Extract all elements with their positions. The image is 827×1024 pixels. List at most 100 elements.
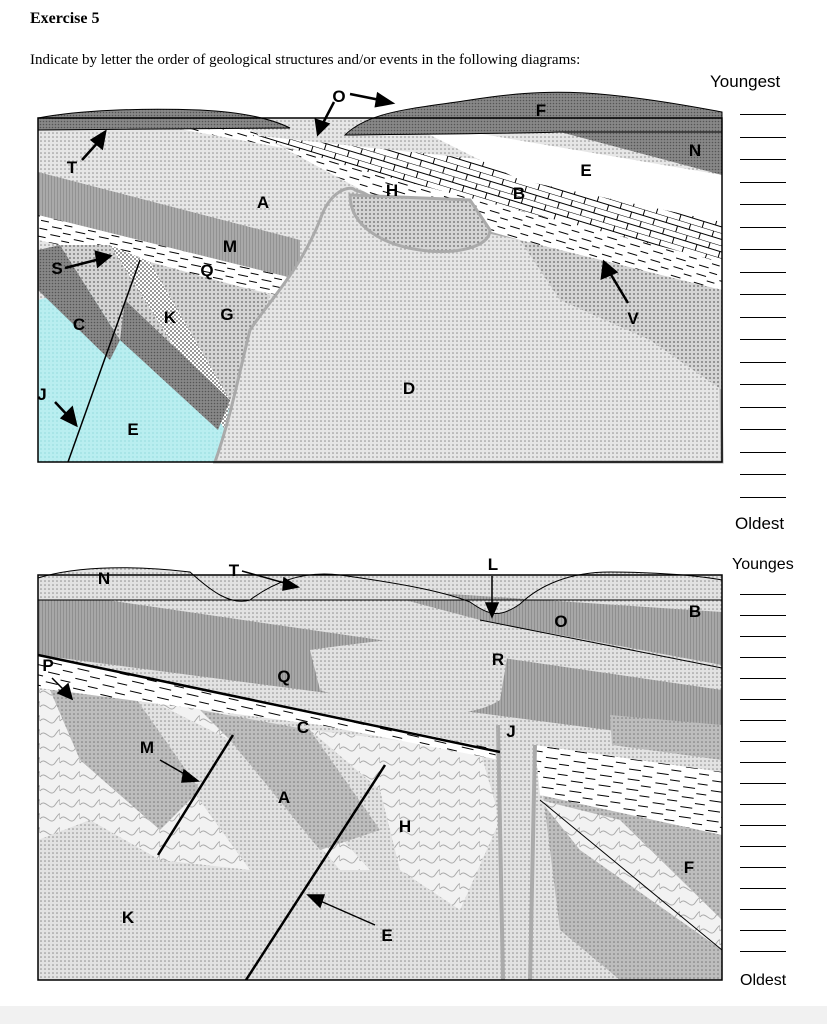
answer-blank[interactable] <box>740 271 786 273</box>
d2-label-p: P <box>42 656 53 675</box>
answer-blank[interactable] <box>740 361 786 363</box>
answer-blank[interactable] <box>740 720 786 721</box>
label-m: M <box>223 237 237 256</box>
layer-c <box>60 245 170 340</box>
label-q: Q <box>200 261 213 280</box>
layer-a <box>38 130 300 240</box>
answer-blank[interactable] <box>740 384 786 385</box>
answer-blank[interactable] <box>740 909 786 910</box>
layer-t <box>37 108 291 131</box>
fault-j <box>67 259 141 463</box>
answer-blank[interactable] <box>740 846 786 847</box>
d2-arrow-e-head <box>306 894 326 909</box>
diagram1-answer-blanks <box>740 110 786 510</box>
answer-blank[interactable] <box>740 657 786 658</box>
layer-e-upper <box>400 120 722 222</box>
answer-blank[interactable] <box>740 888 786 889</box>
layer-k-dark <box>120 300 230 430</box>
layer-f <box>343 91 723 136</box>
layer-b-limestone <box>250 135 722 262</box>
exercise-instruction: Indicate by letter the order of geologic… <box>30 52 581 68</box>
label-t: T <box>67 158 78 177</box>
answer-blank[interactable] <box>740 451 786 453</box>
answer-blank[interactable] <box>740 615 786 616</box>
d2-unconformity-c <box>37 653 501 754</box>
label-a: A <box>257 193 269 212</box>
answer-blank[interactable] <box>740 294 786 295</box>
d2-arrow-p-head <box>56 682 74 701</box>
answer-blank[interactable] <box>740 825 786 826</box>
label-c: C <box>73 315 85 334</box>
d2-fault-left <box>156 734 235 856</box>
d2-layer-o <box>360 588 722 665</box>
d2-label-f: F <box>684 858 694 877</box>
answer-blank[interactable] <box>740 699 786 700</box>
d2-layer-h <box>310 730 500 910</box>
d2-label-j: J <box>506 722 515 741</box>
answer-blank[interactable] <box>740 181 786 183</box>
answer-blank[interactable] <box>740 136 786 138</box>
answer-blank[interactable] <box>740 951 786 952</box>
answer-blank[interactable] <box>740 406 786 408</box>
layer-n <box>560 132 722 175</box>
answer-blank[interactable] <box>740 114 786 115</box>
d2-label-t: T <box>229 561 240 580</box>
layer-m <box>38 172 300 280</box>
d2-fault-e <box>244 764 387 981</box>
d2-label-a: A <box>278 788 290 807</box>
d2-label-b: B <box>689 602 701 621</box>
d2-contact-f <box>539 799 723 951</box>
label-o: O <box>332 87 345 106</box>
answer-blank[interactable] <box>740 636 786 637</box>
answer-blank[interactable] <box>740 159 786 160</box>
d2-label-h: H <box>399 817 411 836</box>
diagram2-youngest-label: Younges <box>732 556 794 573</box>
answer-blank[interactable] <box>740 783 786 784</box>
arrow-o-right-head <box>374 91 396 108</box>
diagram-2-frame <box>37 574 723 981</box>
d2-layer-dashed-right <box>535 745 722 835</box>
answer-blank[interactable] <box>740 226 786 228</box>
answer-blank[interactable] <box>740 429 786 430</box>
exercise-title: Exercise 5 <box>30 10 100 27</box>
arrow-t-head <box>89 129 107 151</box>
answer-blank[interactable] <box>740 594 786 595</box>
d2-arrow-m-head <box>181 768 201 783</box>
d2-label-e: E <box>381 926 392 945</box>
diagram2-answer-blanks <box>740 592 786 962</box>
answer-blank[interactable] <box>740 930 786 931</box>
answer-blank[interactable] <box>740 762 786 763</box>
d2-layer-a <box>200 710 380 850</box>
d2-label-k: K <box>122 908 135 927</box>
d2-label-n: N <box>98 569 110 588</box>
layer-q <box>38 215 300 298</box>
answer-blank[interactable] <box>740 204 786 205</box>
d2-label-m: M <box>140 738 154 757</box>
label-d: D <box>403 379 415 398</box>
d2-contact-o <box>479 619 723 669</box>
d2-arrow-p <box>51 677 65 691</box>
label-e-upper: E <box>580 161 591 180</box>
arrow-o-left <box>320 101 336 126</box>
arrow-s-head <box>94 250 113 269</box>
answer-blank[interactable] <box>740 316 786 318</box>
answer-blank[interactable] <box>740 741 786 742</box>
diagram2-oldest-label: Oldest <box>740 972 787 989</box>
d2-arrow-t-head <box>282 576 300 591</box>
label-n: N <box>689 141 701 160</box>
answer-blank[interactable] <box>740 474 786 475</box>
d2-label-q: Q <box>277 667 290 686</box>
diagram-2: N T L O B R P Q C J M A H F K E <box>37 555 723 981</box>
d2-layer-m <box>50 690 200 830</box>
answer-blank[interactable] <box>740 867 786 868</box>
answer-blank[interactable] <box>740 496 786 498</box>
d2-arrow-l-head <box>484 602 500 619</box>
answer-blank[interactable] <box>740 678 786 679</box>
d2-layer-right-block <box>610 715 722 760</box>
arrow-j-head <box>59 405 78 428</box>
answer-blank[interactable] <box>740 249 786 250</box>
answer-blank[interactable] <box>740 804 786 805</box>
arrow-v <box>608 272 630 304</box>
d2-intrusion-r <box>310 635 510 714</box>
answer-blank[interactable] <box>740 339 786 340</box>
